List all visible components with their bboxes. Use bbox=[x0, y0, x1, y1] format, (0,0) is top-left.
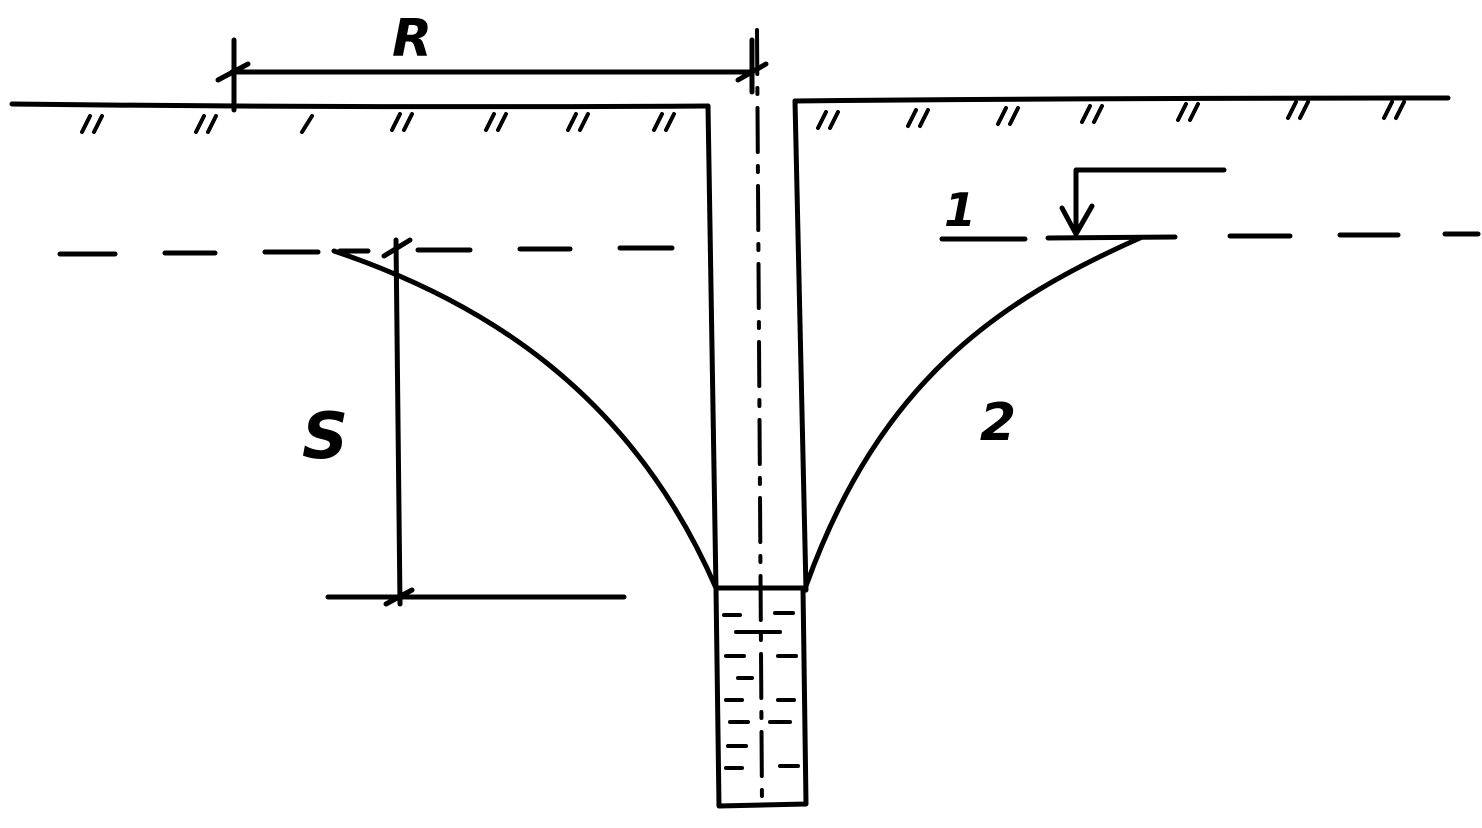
static-water-level bbox=[57, 231, 1481, 257]
water-level-arrow bbox=[1059, 167, 1227, 237]
filter-water-hatch bbox=[722, 611, 800, 770]
depression-curve-right bbox=[803, 235, 1143, 589]
well-wall-left bbox=[705, 103, 719, 593]
ground-hatching bbox=[80, 100, 1406, 134]
well-wall-right bbox=[792, 98, 809, 593]
ground-surface-right bbox=[792, 95, 1451, 104]
drawdown-label: S bbox=[302, 400, 348, 474]
depression-curve-marker-label: 2 bbox=[980, 393, 1016, 453]
static-level-marker-label: 1 bbox=[944, 183, 976, 237]
radius-dimension bbox=[215, 37, 769, 113]
drawdown-dimension bbox=[325, 237, 627, 607]
depression-curve-left bbox=[331, 248, 719, 591]
well-filter bbox=[713, 585, 809, 809]
well-axis bbox=[755, 28, 764, 808]
radius-label: R bbox=[392, 9, 432, 69]
ground-surface-left bbox=[9, 101, 711, 110]
